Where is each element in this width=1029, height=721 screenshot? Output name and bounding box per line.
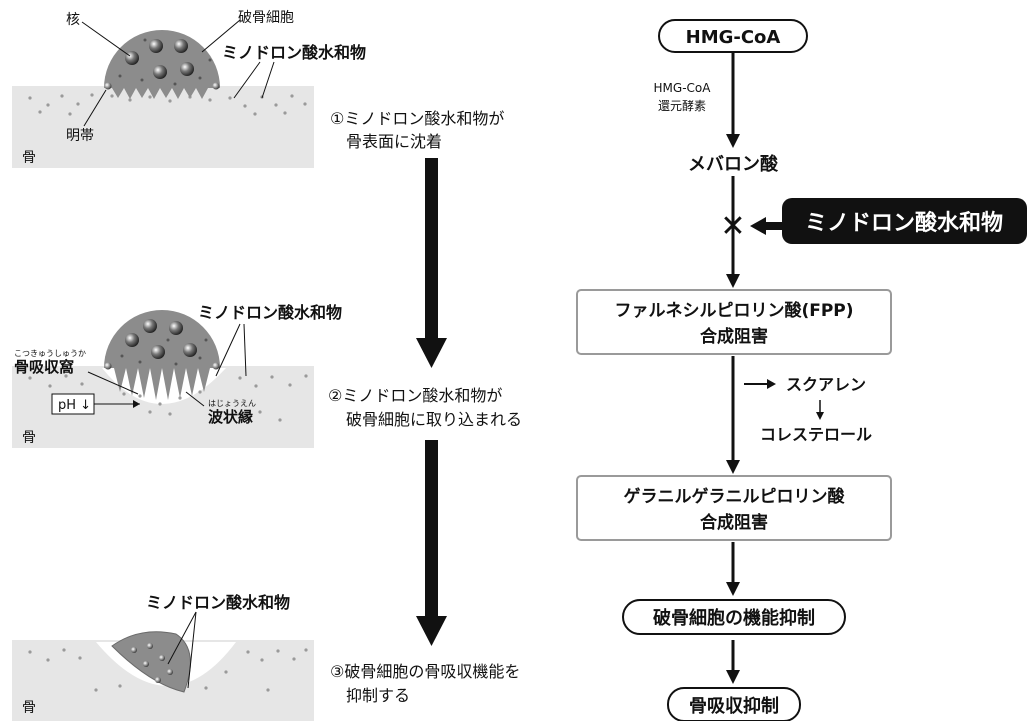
- hmg-coa-box: [658, 19, 808, 53]
- stage1-bone-label: 骨: [22, 150, 36, 166]
- stage2-bone-label: 骨: [22, 430, 36, 446]
- resorption-inhibition-label: 骨吸収抑制: [689, 696, 779, 717]
- step3-line2: 抑制する: [346, 686, 410, 705]
- block-mark: ✕: [720, 209, 745, 244]
- stage3-osteoclast: [111, 631, 191, 693]
- fpp-line2: 合成阻害: [700, 326, 768, 347]
- stage2-drug-label: ミノドロン酸水和物: [198, 303, 342, 322]
- step3-line1: ③破骨細胞の骨吸収機能を: [330, 662, 520, 681]
- stage2-leader-lines: [87, 323, 247, 407]
- ggpp-line2: 合成阻害: [700, 512, 768, 533]
- lacuna-ruby: こつきゅうしゅうか: [14, 349, 86, 358]
- resorption-inhibition-box: [667, 687, 801, 721]
- stage1-bone: [12, 86, 314, 168]
- stage3-panel: ミノドロン酸水和物 骨: [12, 593, 314, 721]
- step1-line2: 骨表面に沈着: [346, 132, 442, 151]
- stage3-drug-dots: [28, 648, 308, 692]
- ggpp-box: [576, 475, 892, 541]
- stage1-drug-label: ミノドロン酸水和物: [222, 43, 366, 62]
- inhibitor-box: [782, 198, 1027, 244]
- osteoclast-inhibition-label: 破骨細胞の機能抑制: [653, 607, 815, 629]
- ruffled-label: 波状縁: [208, 408, 253, 426]
- stage3-drug-label: ミノドロン酸水和物: [146, 593, 290, 612]
- pathway: HMG-CoA HMG-CoA 還元酵素 メバロン酸 ✕ ミノドロン酸水和物 フ…: [576, 19, 1027, 721]
- stage1-drug-dots: [28, 93, 307, 116]
- step1-line1: ①ミノドロン酸水和物が: [330, 109, 504, 128]
- ruffled-ruby: はじょうえん: [208, 399, 256, 408]
- stage2-osteoclast: [104, 310, 220, 400]
- stage2-drug-dots: [28, 374, 308, 422]
- step2-line2: 破骨細胞に取り込まれる: [346, 410, 522, 429]
- pathway-arrowheads: [726, 134, 740, 684]
- stage1-osteoclast-label: 破骨細胞: [238, 10, 294, 26]
- fpp-line1: ファルネシルピロリン酸(FPP): [614, 300, 853, 321]
- hmg-coa-label: HMG-CoA: [686, 27, 781, 48]
- enzyme-line1: HMG-CoA: [654, 81, 712, 95]
- stage1-leader-lines: [81, 19, 275, 127]
- ggpp-line1: ゲラニルゲラニルピロリン酸: [624, 486, 846, 507]
- stage3-bone-label: 骨: [22, 700, 36, 716]
- step2-line1: ②ミノドロン酸水和物が: [328, 386, 502, 405]
- lacuna-label: 骨吸収窩: [14, 358, 74, 376]
- osteoclast-inhibition-box: [622, 599, 846, 635]
- mevalonate-label: メバロン酸: [688, 153, 779, 175]
- stage1-nucleus-label: 核: [66, 12, 80, 28]
- fpp-box: [576, 289, 892, 355]
- ph-arrow-head: [133, 400, 140, 408]
- stage2-panel: ミノドロン酸水和物 こつきゅうしゅうか 骨吸収窩 pH ↓ はじょうえん 波状縁…: [12, 303, 342, 448]
- stage1-sealing-zone-label: 明帯: [66, 128, 94, 144]
- stage3-leader-lines: [167, 611, 197, 689]
- branch-cholesterol: コレステロール: [760, 425, 872, 444]
- ph-label: pH ↓: [58, 398, 91, 413]
- branch-squalene: スクアレン: [786, 375, 866, 394]
- inhibitor-label: ミノドロン酸水和物: [805, 210, 1003, 236]
- branch-sub-head: [816, 412, 824, 420]
- step-arrows: [416, 158, 447, 646]
- enzyme-line2: 還元酵素: [658, 99, 706, 113]
- inhibitor-arrow: [750, 217, 786, 235]
- branch-arrow-head: [767, 379, 776, 389]
- stage1-panel: 核 破骨細胞 ミノドロン酸水和物 明帯 骨: [12, 10, 366, 168]
- stage1-osteoclast: [104, 30, 220, 99]
